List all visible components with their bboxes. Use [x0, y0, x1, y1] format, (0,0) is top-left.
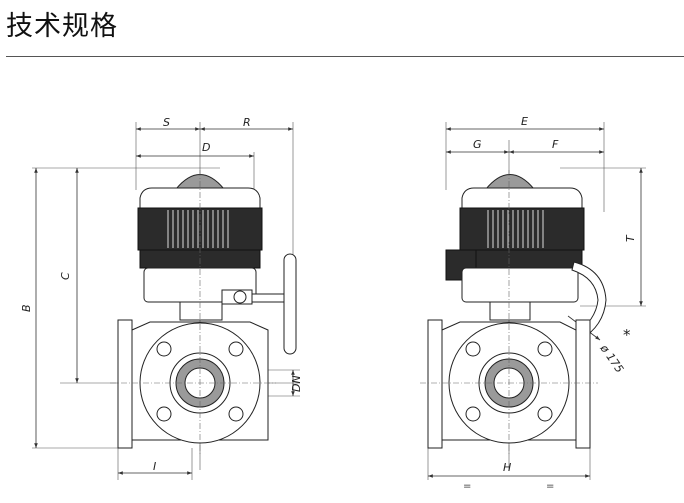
actuator-dome — [484, 174, 536, 190]
bolt-hole — [465, 406, 481, 422]
valve-flange-left — [117, 319, 133, 449]
front-view: S R D C B DN I — [20, 116, 303, 480]
override-knob — [233, 290, 247, 304]
handwheel — [283, 253, 297, 355]
dim-label-D: D — [202, 141, 210, 154]
actuator-cover — [461, 187, 583, 209]
handwheel-shaft — [251, 293, 285, 303]
side-view: E G F T H ø 175 * = = — [420, 115, 646, 492]
bolt-hole — [465, 341, 481, 357]
dim-label-E: E — [521, 115, 528, 128]
bolt-hole — [228, 406, 244, 422]
dim-label-H: H — [503, 461, 511, 474]
coupling-bracket — [179, 301, 223, 321]
dim-label-diameter: ø 175 — [597, 341, 626, 375]
title-divider — [6, 56, 684, 57]
actuator-lower-housing — [461, 267, 579, 303]
coupling-bracket — [489, 301, 531, 321]
actuator-base — [475, 249, 583, 269]
dim-label-T: T — [624, 234, 637, 242]
bolt-hole — [537, 406, 553, 422]
valve-flange-left — [427, 319, 443, 449]
bolt-hole — [156, 406, 172, 422]
symmetry-mark-right: = — [546, 481, 554, 492]
dim-label-I: I — [153, 460, 156, 473]
bolt-hole — [537, 341, 553, 357]
dim-label-F: F — [552, 138, 559, 151]
dim-label-B: B — [20, 304, 33, 312]
page-title: 技术规格 — [6, 11, 118, 42]
actuator-housing — [459, 207, 585, 251]
bolt-hole — [156, 341, 172, 357]
valve-flange-right — [575, 319, 591, 449]
dim-label-G: G — [473, 138, 482, 151]
dim-label-R: R — [243, 116, 251, 129]
dim-label-C: C — [59, 272, 72, 280]
symmetry-mark-left: = — [463, 481, 471, 492]
dim-label-S: S — [163, 116, 170, 129]
dim-label-DN: DN — [290, 375, 303, 392]
bolt-hole — [228, 341, 244, 357]
note-asterisk: * — [623, 326, 631, 344]
